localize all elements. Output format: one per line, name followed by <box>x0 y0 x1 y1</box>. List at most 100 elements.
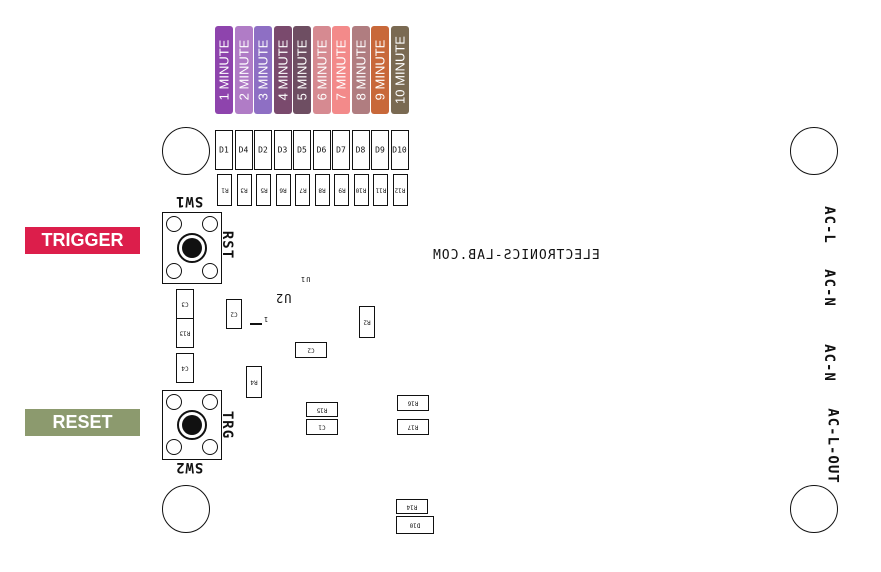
minute-label-text: 8 MINUTE <box>353 39 368 101</box>
u2-label: U2 <box>275 291 292 305</box>
r16-part: R16 <box>397 395 429 411</box>
sw1-pad-br <box>202 263 218 279</box>
r4-part: R4 <box>246 366 262 398</box>
minute-label-text: 9 MINUTE <box>372 39 388 101</box>
diode-label: D5 <box>297 145 307 155</box>
minute-label-2: 2 MINUTE <box>234 26 253 114</box>
sw1-label: SW1 <box>175 193 204 209</box>
resistor-r3: R3 <box>236 174 252 206</box>
c3-part: C3 <box>176 289 194 319</box>
diode-d5: D5 <box>293 130 311 170</box>
ac-l-out-label: AC-L-OUT <box>824 408 841 484</box>
r14-part: R14 <box>396 499 428 514</box>
sw2-actuator <box>177 410 207 440</box>
minute-label-text: 4 MINUTE <box>275 39 290 101</box>
minute-label-4: 4 MINUTE <box>273 26 292 114</box>
diode-d10: D10 <box>390 130 409 170</box>
reset-label: RESET <box>25 409 140 436</box>
minute-label-1: 1 MINUTE <box>215 26 233 114</box>
d10b-part: D10 <box>396 516 434 534</box>
minute-label-text: 2 MINUTE <box>236 39 251 101</box>
diode-d7: D7 <box>332 130 350 170</box>
sw2-pad-tl <box>166 394 182 410</box>
sw1-actuator <box>177 233 207 263</box>
minute-label-5: 5 MINUTE <box>293 26 311 114</box>
resistor-label: R8 <box>318 186 326 194</box>
sw2-pad-bl <box>166 439 182 455</box>
resistor-r1: R1 <box>217 174 232 206</box>
c2-part-vertical: C2 <box>226 299 242 329</box>
resistor-label: R5 <box>259 186 268 194</box>
diode-label: D7 <box>336 145 346 155</box>
resistor-r8: R8 <box>314 174 330 206</box>
r2-part: R2 <box>359 306 375 338</box>
mounting-hole-top-left <box>162 127 210 175</box>
trigger-label: TRIGGER <box>25 227 140 254</box>
sw1-pad-bl <box>166 263 182 279</box>
resistor-r10: R10 <box>353 174 369 206</box>
diode-label: D1 <box>219 145 229 155</box>
resistor-r5: R5 <box>256 174 271 206</box>
diode-label: D3 <box>277 145 288 155</box>
sw1-switch[interactable] <box>162 212 222 284</box>
mounting-hole-top-right <box>790 127 838 175</box>
sw1-pad-tl <box>166 216 182 232</box>
diode-label: D8 <box>355 145 366 155</box>
diode-d1: D1 <box>215 130 233 170</box>
sw2-label: SW2 <box>175 459 204 475</box>
diode-d4: D4 <box>234 130 253 170</box>
resistor-label: R1 <box>220 186 229 194</box>
ac-l-label: AC-L <box>820 206 837 244</box>
resistor-r11: R11 <box>373 174 388 206</box>
r15-part: R15 <box>306 402 338 417</box>
site-label: ELECTRONICS-LAB.COM <box>432 248 600 263</box>
diode-label: D2 <box>258 145 268 155</box>
resistor-label: R9 <box>337 186 346 194</box>
r17-part: R17 <box>397 419 429 435</box>
diode-d3: D3 <box>273 130 292 170</box>
minute-label-text: 5 MINUTE <box>294 39 310 101</box>
resistor-label: R11 <box>375 186 386 194</box>
c2-part-horizontal: C2 <box>295 342 327 358</box>
diode-d6: D6 <box>312 130 331 170</box>
minute-label-7: 7 MINUTE <box>332 26 350 114</box>
minute-label-text: 10 MINUTE <box>392 36 407 104</box>
diode-d9: D9 <box>371 130 389 170</box>
diode-d2: D2 <box>254 130 272 170</box>
sw2-pad-br <box>202 439 218 455</box>
diode-label: D6 <box>316 145 327 155</box>
r13-part: R13 <box>176 318 194 348</box>
resistor-r9: R9 <box>334 174 349 206</box>
c4-part: C4 <box>176 353 194 383</box>
minute-label-10: 10 MINUTE <box>390 26 409 114</box>
sw2-pad-tr <box>202 394 218 410</box>
minute-label-6: 6 MINUTE <box>312 26 331 114</box>
ac-n-label-1: AC-N <box>820 269 837 307</box>
mounting-hole-bottom-right <box>790 485 838 533</box>
pin1-label: 1 <box>263 315 269 323</box>
sw1-pad-tr <box>202 216 218 232</box>
diode-label: D4 <box>238 145 249 155</box>
c1-part: C1 <box>306 419 338 435</box>
resistor-r6: R6 <box>275 174 291 206</box>
resistor-label: R7 <box>298 186 307 194</box>
minute-label-text: 1 MINUTE <box>216 39 232 101</box>
resistor-r7: R7 <box>295 174 310 206</box>
minute-label-text: 7 MINUTE <box>333 39 349 101</box>
resistor-r12: R12 <box>392 174 408 206</box>
diode-d8: D8 <box>351 130 370 170</box>
resistor-label: R6 <box>279 186 287 194</box>
sw2-switch[interactable] <box>162 390 222 460</box>
minute-label-9: 9 MINUTE <box>371 26 389 114</box>
pin1-marker <box>250 323 262 325</box>
ac-n-label-2: AC-N <box>820 344 837 382</box>
minute-label-text: 3 MINUTE <box>255 39 271 101</box>
minute-label-8: 8 MINUTE <box>351 26 370 114</box>
mounting-hole-bottom-left <box>162 485 210 533</box>
diode-label: D9 <box>375 145 385 155</box>
minute-label-text: 6 MINUTE <box>314 39 329 101</box>
trg-label: TRG <box>219 410 236 440</box>
minute-label-3: 3 MINUTE <box>254 26 272 114</box>
resistor-label: R3 <box>240 186 248 194</box>
rst-label: RST <box>219 230 236 260</box>
